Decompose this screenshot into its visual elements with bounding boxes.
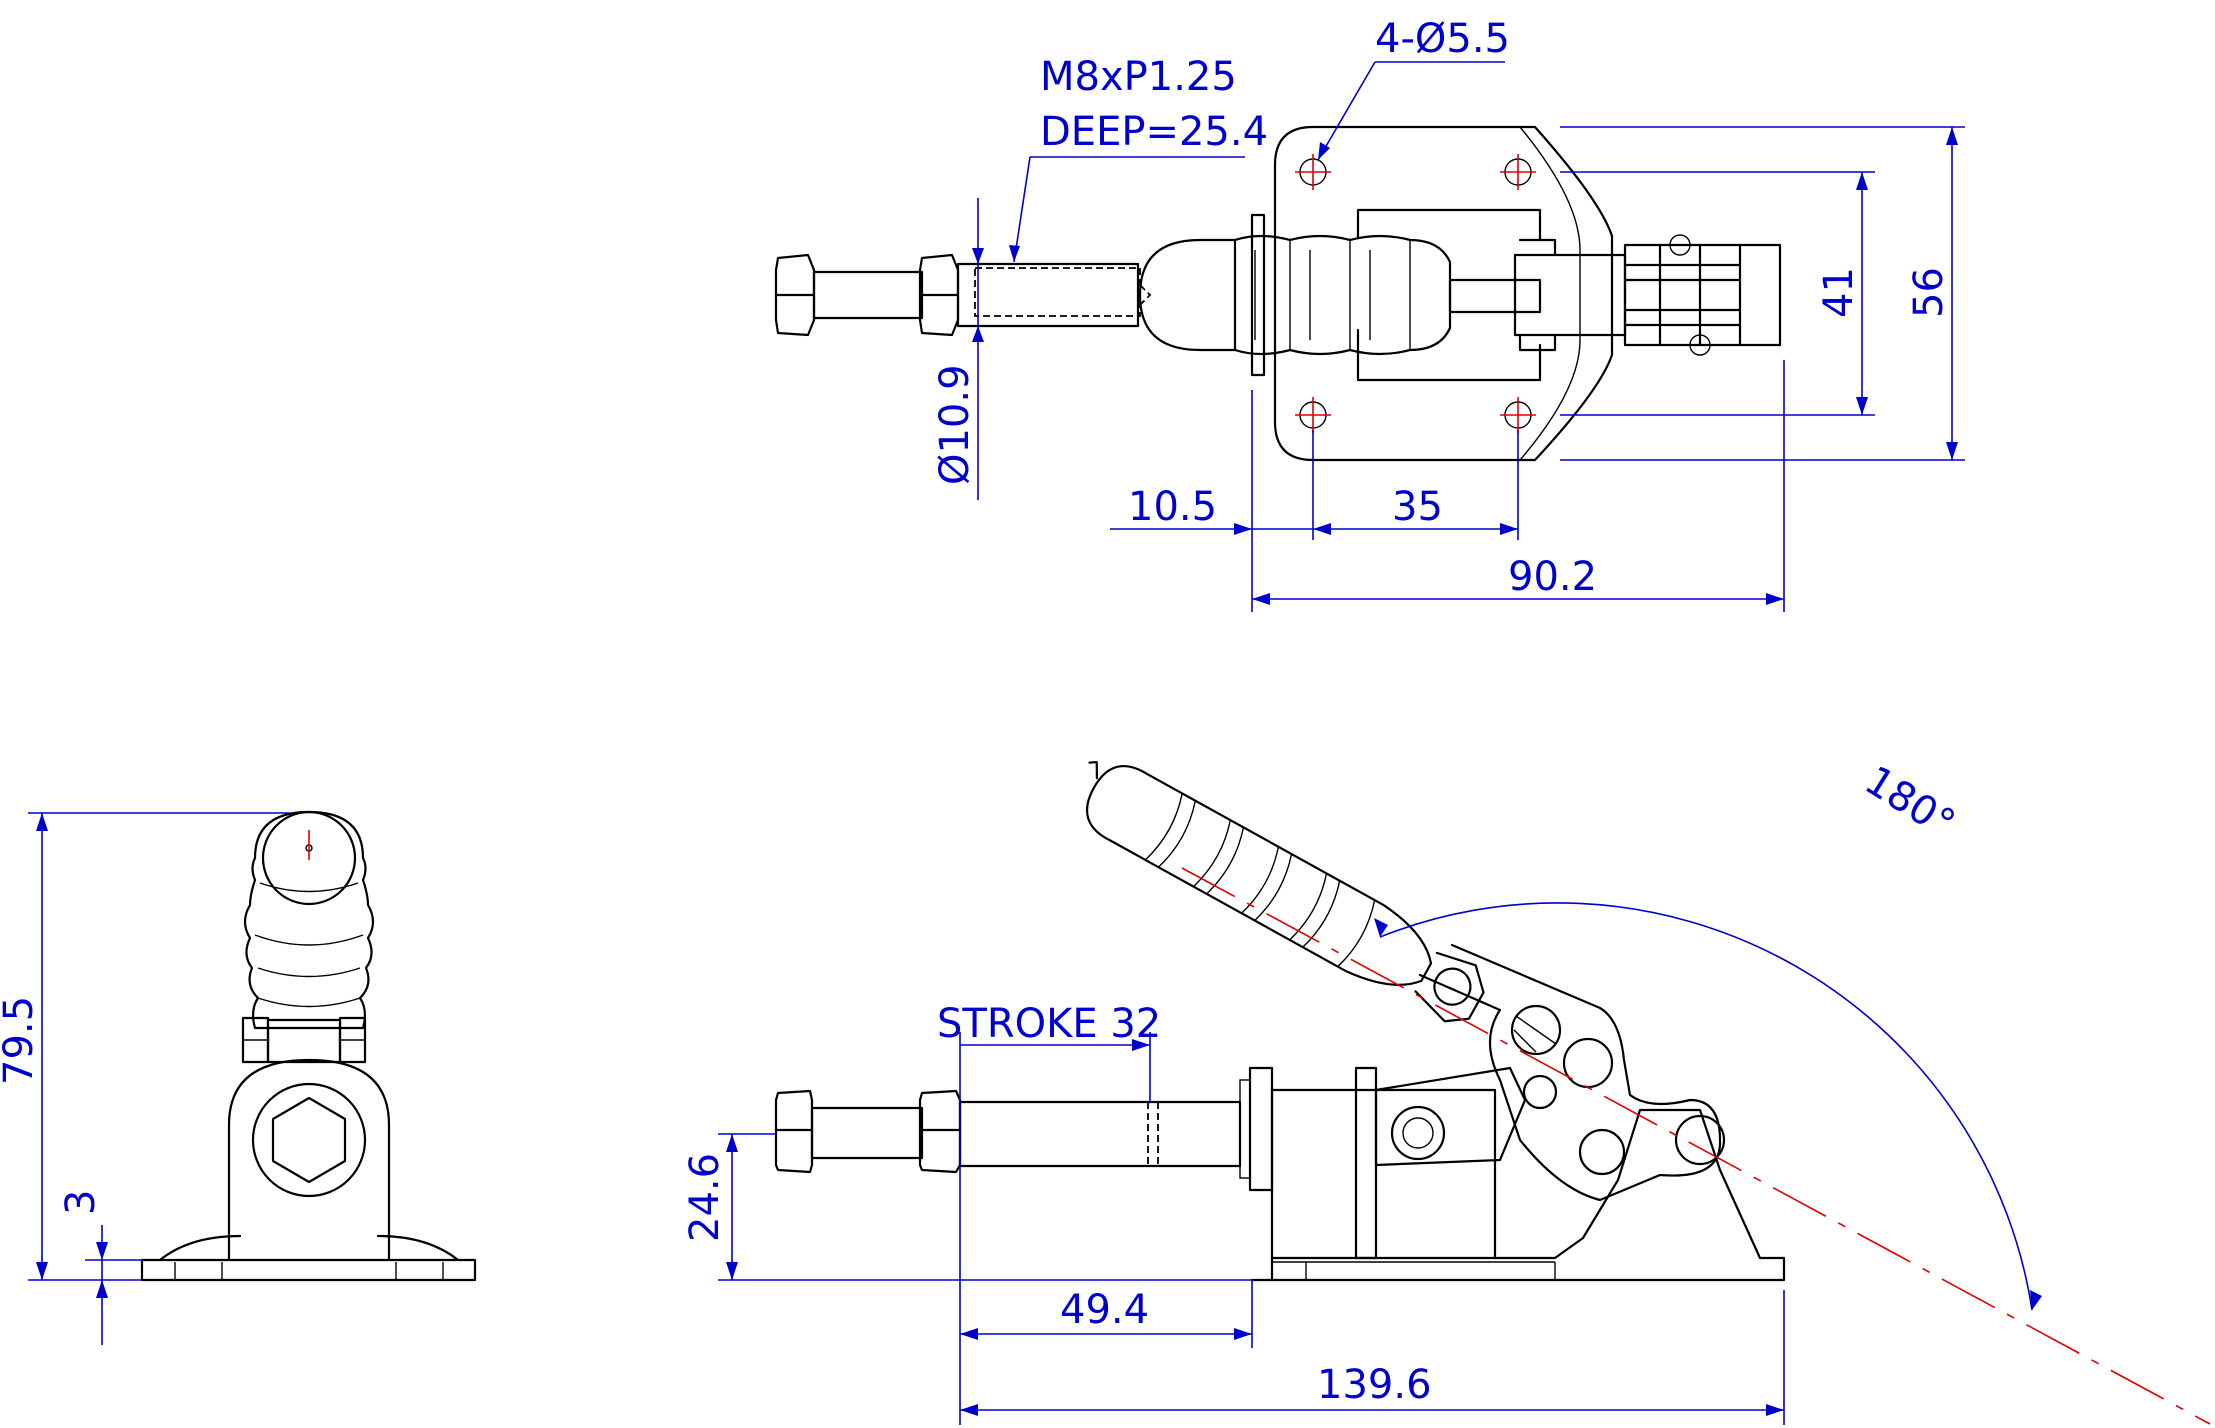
top-flange xyxy=(1250,213,1266,377)
side-rear-flange xyxy=(1354,1066,1378,1260)
top-link-block xyxy=(1513,238,1627,352)
rotation-arc xyxy=(1379,902,2033,1311)
top-base-inner-curve xyxy=(1519,126,1581,461)
top-plunger-shaft xyxy=(956,262,1140,328)
top-thread-hidden xyxy=(974,267,1141,317)
top-handle-grip xyxy=(1138,234,1452,356)
base-thickness-label: 3 xyxy=(58,1190,104,1215)
base-width-label: 56 xyxy=(1906,267,1952,318)
mounting-holes xyxy=(1295,154,1536,433)
side-hex-nut-left xyxy=(774,1089,814,1174)
top-base-plate xyxy=(1273,125,1614,462)
rotation-label: 180° xyxy=(1857,757,1963,847)
end-body xyxy=(227,1058,391,1262)
top-bracket xyxy=(1356,208,1542,382)
end-view xyxy=(140,810,477,1282)
side-housing xyxy=(1270,1088,1497,1260)
side-view-dimensions: STROKE 32 24.6 49.4 139.6 180° xyxy=(682,757,2042,1425)
shaft-diameter-label: Ø10.9 xyxy=(932,364,978,485)
spindle-offset-label: 49.4 xyxy=(1060,1287,1149,1333)
stroke-label: STROKE 32 xyxy=(937,1001,1161,1047)
thread-callout-label: M8xP1.25 xyxy=(1040,54,1237,100)
spindle-height-label: 24.6 xyxy=(682,1153,728,1242)
top-view xyxy=(774,125,1782,462)
side-base-plate xyxy=(1250,1108,1786,1282)
total-height-label: 79.5 xyxy=(0,996,42,1085)
side-view xyxy=(774,760,1786,1282)
base-length-top-label: 90.2 xyxy=(1508,554,1597,600)
top-view-dimensions: 4-Ø5.5 M8xP1.25 DEEP=25.4 Ø10.9 10.5 35 … xyxy=(932,16,1965,612)
thread-depth-label: DEEP=25.4 xyxy=(1040,109,1268,155)
end-base-plate xyxy=(140,1258,477,1282)
top-hex-nut-right xyxy=(918,253,960,337)
side-handle-grip xyxy=(1085,760,1485,1023)
hole-spacing-y-label: 41 xyxy=(1816,267,1862,318)
handle-centerline xyxy=(1181,867,2211,1425)
hole-callout-label: 4-Ø5.5 xyxy=(1375,16,1510,62)
side-bolt-shank xyxy=(810,1106,924,1160)
top-bolt-shank xyxy=(812,270,924,320)
side-hex-nut-right xyxy=(918,1089,962,1174)
top-link-rod xyxy=(1448,278,1542,314)
side-front-flange xyxy=(1248,1066,1274,1192)
total-length-label: 139.6 xyxy=(1317,1362,1432,1408)
side-link xyxy=(1374,1066,1527,1167)
side-plunger-shaft xyxy=(958,1100,1242,1168)
offset-left-label: 10.5 xyxy=(1128,484,1217,530)
end-handle-grip xyxy=(243,810,375,1030)
top-hex-nut-left xyxy=(774,253,816,337)
top-clamp-head xyxy=(1623,243,1782,347)
end-hex-socket xyxy=(271,1096,347,1184)
hole-spacing-x-label: 35 xyxy=(1392,484,1443,530)
end-view-dimensions: 79.5 3 xyxy=(0,812,290,1345)
